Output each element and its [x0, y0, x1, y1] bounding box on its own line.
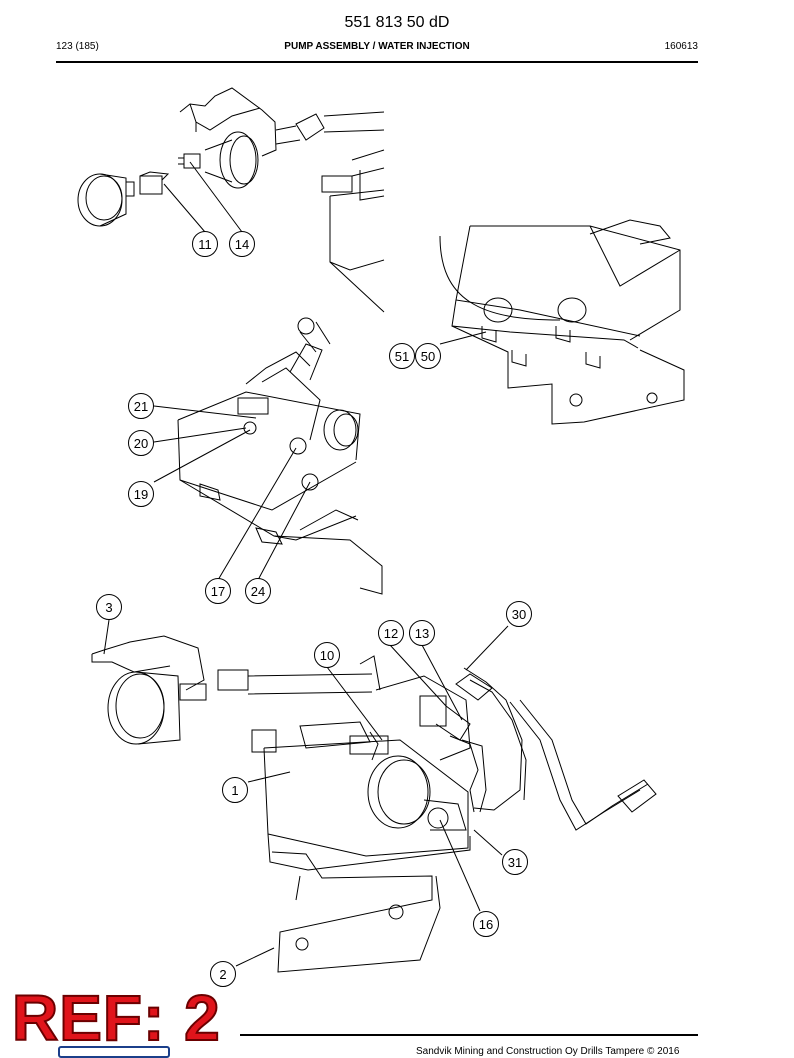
sandvik-logo-icon	[58, 1046, 170, 1058]
callout-2-label: 2	[219, 967, 226, 982]
callout-12-label: 12	[384, 626, 398, 641]
main-pump-assembly	[91, 635, 657, 973]
callout-51-label: 51	[395, 349, 409, 364]
callout-bubbles: 11 14 51 50 21 20 19 17 24 3 30 12 13 10…	[96, 231, 532, 987]
footer-rule	[240, 1034, 698, 1036]
callout-50	[415, 343, 441, 369]
callout-20	[128, 430, 154, 456]
callout-14-label: 14	[235, 237, 249, 252]
callout-1	[222, 777, 248, 803]
callout-17	[205, 578, 231, 604]
gauge-bracket-detail	[77, 87, 385, 227]
callout-24-label: 24	[251, 584, 265, 599]
leader-lines	[103, 161, 509, 967]
callout-13-label: 13	[415, 626, 429, 641]
bracket-nut-detail	[439, 219, 685, 425]
callout-17-label: 17	[211, 584, 225, 599]
callout-16-label: 16	[479, 917, 493, 932]
callout-13	[409, 620, 435, 646]
header-rule	[56, 61, 698, 63]
callout-2	[210, 961, 236, 987]
pump-block-middle	[177, 317, 383, 595]
callout-11	[192, 231, 218, 257]
callout-19	[128, 481, 154, 507]
callout-11-label: 11	[198, 237, 212, 252]
callout-21-label: 21	[134, 399, 148, 414]
callout-19-label: 19	[134, 487, 148, 502]
callout-10-label: 10	[320, 648, 334, 663]
callout-16	[473, 911, 499, 937]
revision-date: 160613	[664, 41, 698, 52]
block-fragment-top	[321, 149, 385, 313]
callout-31	[502, 849, 528, 875]
reference-stamp: REF: 2	[11, 982, 221, 1054]
callout-51	[389, 343, 415, 369]
callout-1-label: 1	[231, 783, 238, 798]
page-title: PUMP ASSEMBLY / WATER INJECTION	[284, 41, 470, 52]
callout-31-label: 31	[508, 855, 522, 870]
callout-14	[229, 231, 255, 257]
callout-30-label: 30	[512, 607, 526, 622]
callout-24	[245, 578, 271, 604]
callout-3	[96, 594, 122, 620]
page-header: 123 (185) PUMP ASSEMBLY / WATER INJECTIO…	[56, 41, 698, 55]
callout-20-label: 20	[134, 436, 148, 451]
footer-copyright: Sandvik Mining and Construction Oy Drill…	[416, 1046, 680, 1057]
line-art	[77, 87, 685, 973]
callout-12	[378, 620, 404, 646]
callout-21	[128, 393, 154, 419]
callout-10	[314, 642, 340, 668]
callout-3-label: 3	[105, 600, 112, 615]
callout-50-label: 50	[421, 349, 435, 364]
document-number: 551 813 50 dD	[344, 14, 450, 31]
callout-30	[506, 601, 532, 627]
page-count: 123 (185)	[56, 41, 99, 52]
